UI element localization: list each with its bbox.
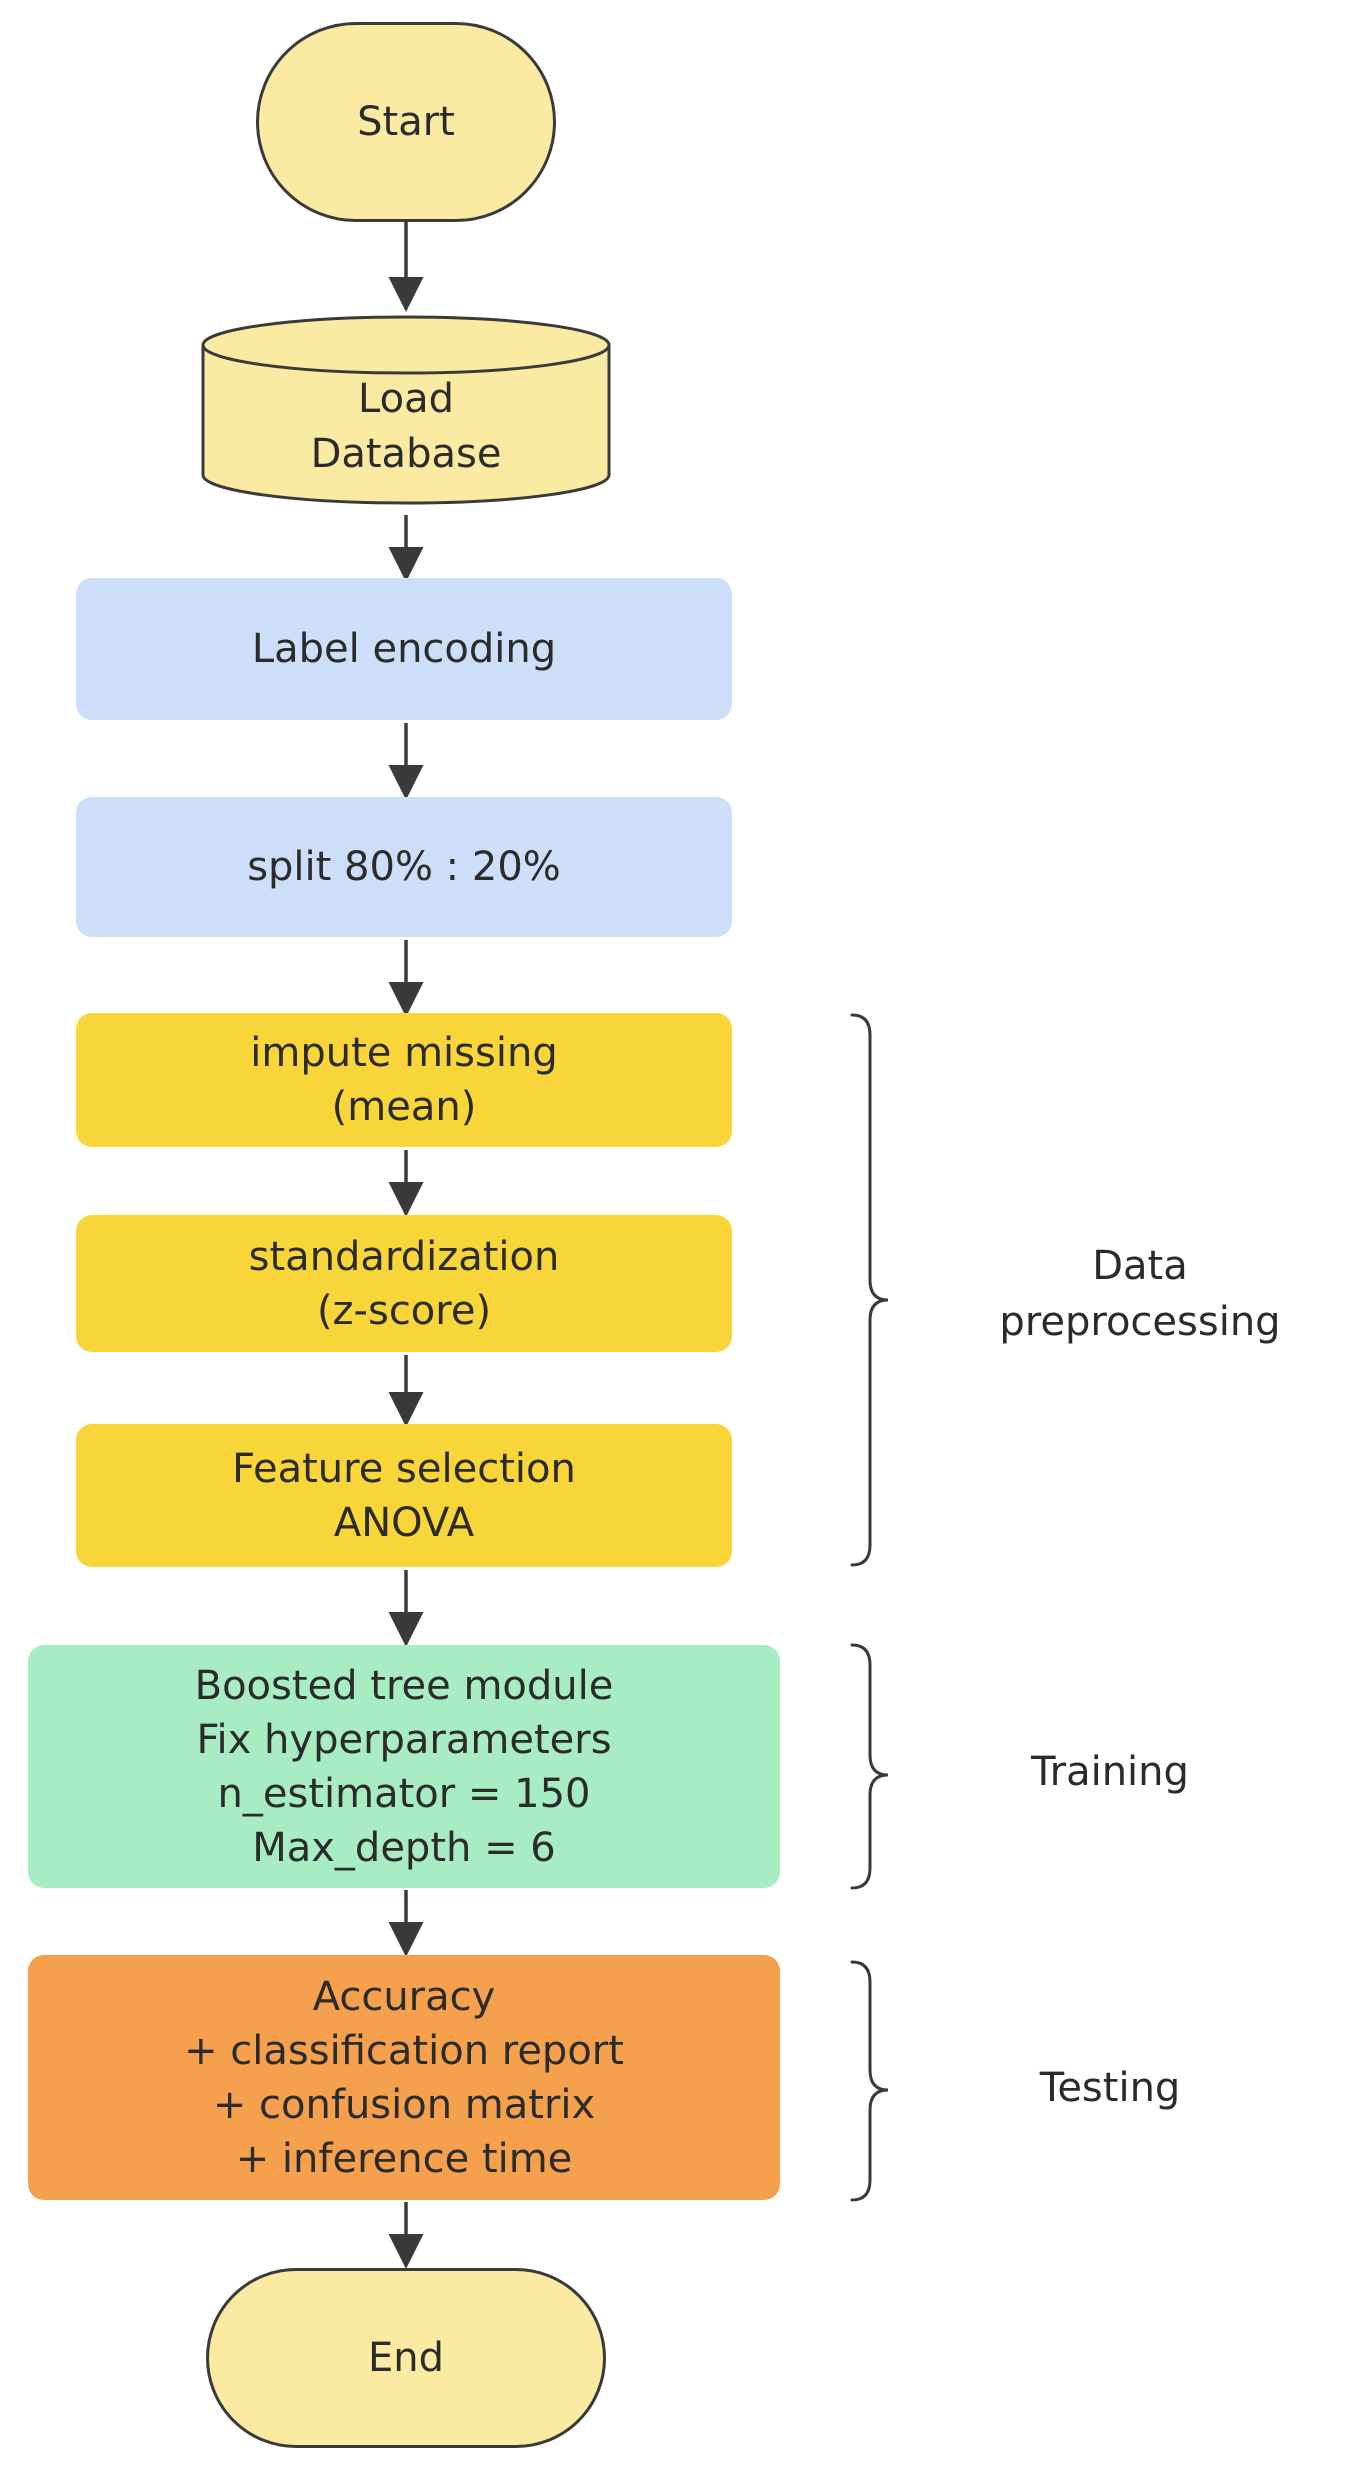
database-cylinder-shape	[201, 315, 611, 505]
testing-group-label: Testing	[960, 2060, 1260, 2116]
data-preprocessing-group-label: Data preprocessing	[920, 1238, 1360, 1350]
load-database-node: Load Database	[203, 372, 609, 482]
impute-line-2: (mean)	[331, 1084, 477, 1130]
data-preprocessing-line-2: preprocessing	[999, 1299, 1281, 1345]
boosted-tree-line-2: Fix hyperparameters	[196, 1716, 612, 1763]
training-group-label: Training	[960, 1744, 1260, 1800]
boosted-tree-line-1: Boosted tree module	[194, 1662, 614, 1709]
split-label: split 80% : 20%	[247, 844, 561, 890]
boosted-tree-node: Boosted tree module Fix hyperparameters …	[28, 1645, 780, 1888]
testing-line-2: + classification report	[184, 2027, 624, 2074]
start-node: Start	[256, 22, 556, 222]
end-node: End	[206, 2268, 606, 2448]
label-encoding-node: Label encoding	[76, 578, 732, 720]
brace-data-preprocessing	[850, 1013, 889, 1567]
load-database-line-2: Database	[310, 431, 502, 477]
feature-selection-line-2: ANOVA	[333, 1499, 475, 1546]
load-database-line-1: Load	[358, 375, 454, 422]
impute-line-1: impute missing	[250, 1030, 558, 1076]
split-node: split 80% : 20%	[76, 797, 732, 937]
standardization-line-1: standardization	[248, 1233, 560, 1280]
brace-testing	[850, 1960, 889, 2202]
testing-metrics-node: Accuracy + classification report + confu…	[28, 1955, 780, 2200]
end-label: End	[367, 2335, 444, 2381]
start-label: Start	[357, 99, 455, 145]
testing-label: Testing	[1039, 2065, 1181, 2111]
impute-missing-node: impute missing (mean)	[76, 1013, 732, 1147]
testing-line-3: + confusion matrix	[212, 2081, 596, 2128]
boosted-tree-line-3: n_estimator = 150	[217, 1770, 591, 1817]
feature-selection-line-1: Feature selection	[232, 1445, 576, 1492]
feature-selection-node: Feature selection ANOVA	[76, 1424, 732, 1567]
testing-line-4: + inference time	[235, 2135, 573, 2182]
data-preprocessing-line-1: Data	[1092, 1243, 1188, 1289]
brace-training	[850, 1643, 889, 1890]
testing-line-1: Accuracy	[312, 1973, 496, 2020]
training-label: Training	[1031, 1749, 1189, 1795]
boosted-tree-line-4: Max_depth = 6	[252, 1824, 556, 1871]
standardization-line-2: (z-score)	[316, 1287, 492, 1334]
standardization-node: standardization (z-score)	[76, 1215, 732, 1352]
label-encoding-label: Label encoding	[251, 626, 557, 672]
